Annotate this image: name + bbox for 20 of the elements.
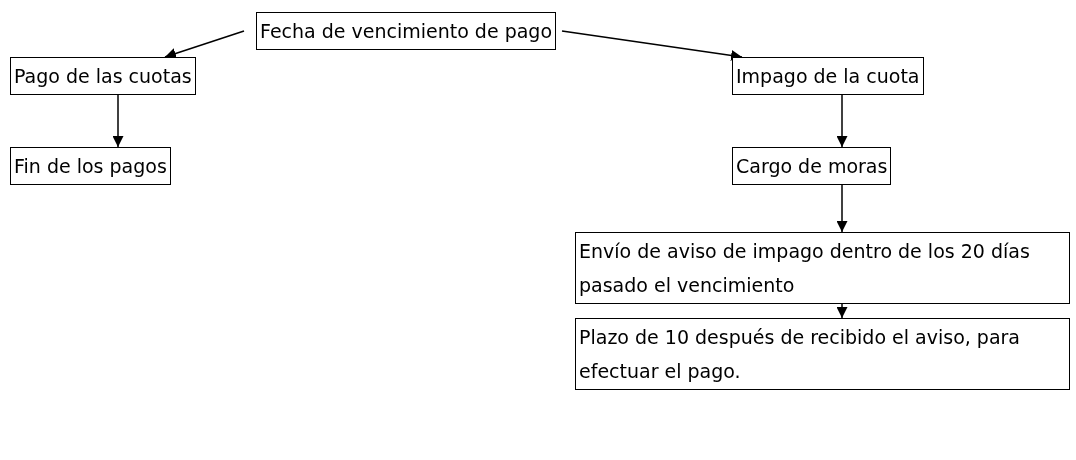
process-box <box>575 232 1070 304</box>
box-text: Impago de la cuota <box>736 64 920 89</box>
process-box <box>732 57 924 95</box>
arrow <box>836 94 848 148</box>
box-text: Plazo de 10 después de recibido el aviso, para efectuar el pago. <box>579 325 1021 384</box>
box-text: Cargo de moras <box>736 154 888 179</box>
box-text: Pago de las cuotas <box>14 64 192 89</box>
arrow <box>836 303 848 319</box>
process-box <box>10 147 171 185</box>
arrow <box>836 184 848 233</box>
arrow <box>112 94 124 148</box>
arrow <box>164 30 245 59</box>
process-box <box>732 147 892 185</box>
box-text: Fecha de vencimiento de pago <box>260 19 553 44</box>
process-box <box>10 57 196 95</box>
arrow <box>561 30 743 61</box>
box-text: Fin de los pagos <box>14 154 167 179</box>
process-box <box>256 12 557 50</box>
process-box <box>575 318 1070 390</box>
box-text: Envío de aviso de impago dentro de los 20 días pasado el vencimiento <box>579 239 1031 298</box>
